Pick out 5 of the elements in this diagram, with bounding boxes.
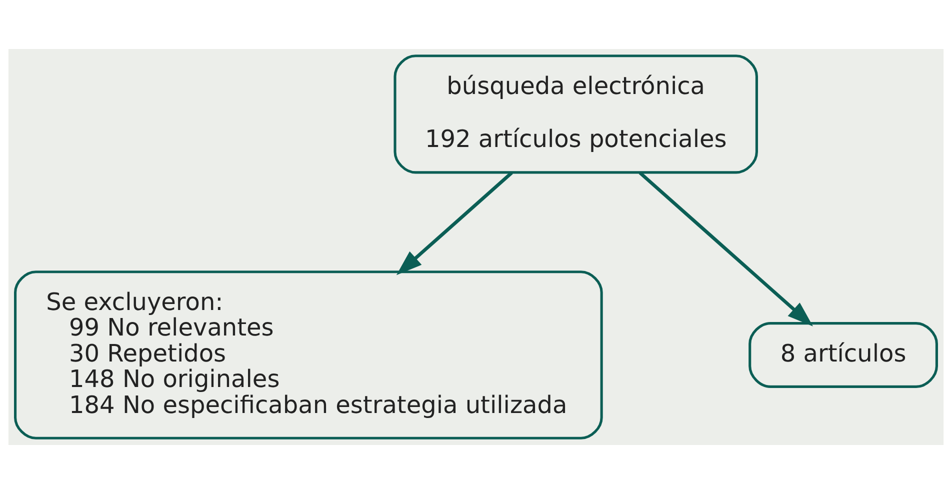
arrow xyxy=(638,171,814,326)
node-box: 8 artículos xyxy=(748,322,938,388)
node-box: Se excluyeron: 99 No relevantes 30 Repetidos 148 No originales 184 No especificaban estrategia utilizada xyxy=(14,270,603,440)
node-box: búsqueda electrónica 192 artículos potenciales xyxy=(394,54,758,174)
arrow xyxy=(396,171,513,276)
